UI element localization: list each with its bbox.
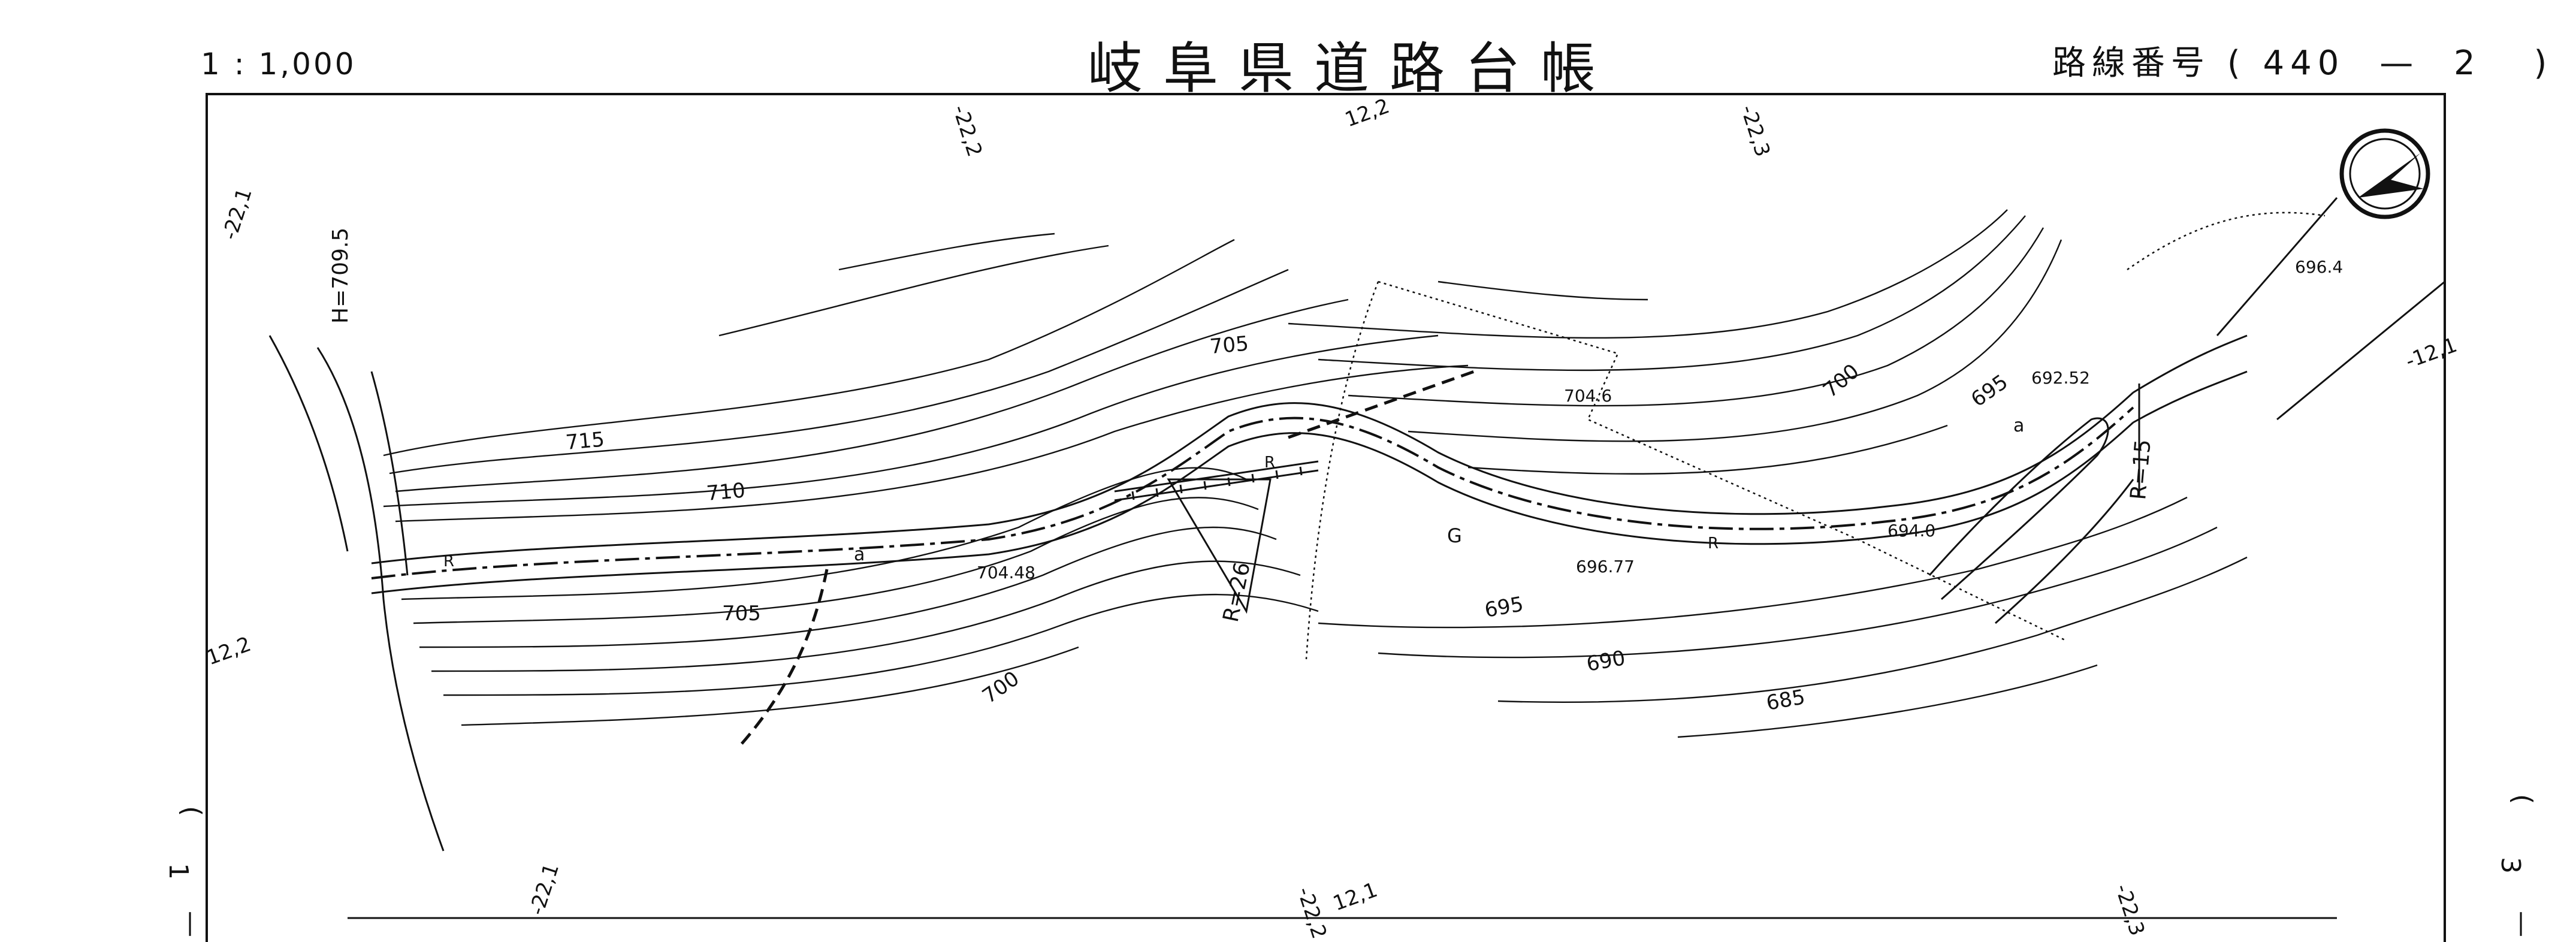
- curve-radius-lines: [1167, 384, 2140, 614]
- contour-label-705-top: 705: [1209, 331, 1249, 359]
- grid-label-bottom-mid-a: -22,2: [1292, 884, 1331, 941]
- right-parcels: [1928, 197, 2445, 624]
- elevation-704-48: 704.48: [977, 563, 1035, 582]
- route-close-paren: ): [2533, 44, 2553, 83]
- side-left-dash: —: [176, 911, 207, 937]
- road-mark-r-right: R: [1708, 535, 1719, 552]
- grid-label-top-left: -22,2: [947, 102, 986, 159]
- contour-label-715: 715: [564, 427, 605, 455]
- side-left-number: 1: [163, 863, 194, 880]
- side-right-paren: (: [2507, 794, 2538, 804]
- retaining-wall: [1114, 460, 1319, 502]
- route-sheet-value: 2: [2454, 44, 2481, 83]
- elevation-692-52: 692.52: [2031, 368, 2090, 388]
- side-right-dash: —: [2507, 911, 2538, 937]
- grid-label-left-mid: 12,2: [203, 632, 254, 670]
- elevation-694-0: 694.0: [1888, 521, 1935, 541]
- curve-radius-15: R=15: [2126, 439, 2156, 501]
- route-number: 路線番号 ( 440 — 2 ): [2052, 36, 2553, 84]
- north-arrow-icon: [2339, 128, 2430, 219]
- contour-label-700-left: 700: [978, 666, 1023, 708]
- road-mark-r-left: R: [443, 552, 454, 570]
- contour-label-710: 710: [705, 478, 746, 506]
- boundary-lines: [736, 212, 2326, 750]
- elevation-696-77: 696.77: [1576, 557, 1635, 576]
- left-boundary: [268, 335, 445, 852]
- road-mark-g: G: [1447, 524, 1462, 547]
- grid-label-right-mid: -12,1: [2402, 333, 2460, 374]
- side-right-number: 3: [2495, 857, 2526, 874]
- grid-label-left-top: -22,1: [218, 185, 257, 243]
- road-mark-a-right: a: [2013, 415, 2024, 436]
- grid-label-top-mid: 12,2: [1342, 94, 1393, 132]
- route-label: 路線番号: [2052, 44, 2210, 83]
- contour-label-695-right: 695: [1967, 370, 2012, 412]
- route-dash: —: [2379, 44, 2420, 83]
- grid-label-bottom-right: -22,3: [2110, 881, 2149, 938]
- road-mark-a-left: a: [854, 544, 865, 565]
- side-left-paren: (: [176, 806, 207, 816]
- road-mark-r-mid: R: [1264, 454, 1275, 472]
- contour-label-690: 690: [1585, 646, 1627, 677]
- map-scale: 1 : 1,000: [201, 47, 357, 81]
- route-open-paren: (: [2227, 44, 2246, 83]
- grid-label-bottom-left: -22,1: [525, 861, 564, 918]
- contour-lines: [383, 209, 2248, 738]
- elevation-696-4: 696.4: [2295, 257, 2343, 277]
- contour-label-705-left: 705: [722, 602, 761, 626]
- map-frame: [206, 93, 2446, 942]
- elevation-704-6: 704.6: [1564, 386, 1612, 406]
- road: [371, 334, 2248, 594]
- page-title: 岐阜県道路台帳: [1088, 37, 1617, 101]
- contour-label-695-mid: 695: [1483, 592, 1526, 623]
- elevation-h-left: H=709.5: [328, 228, 353, 324]
- route-number-value: 440: [2263, 44, 2345, 83]
- grid-label-top-right: -22,3: [1735, 102, 1774, 159]
- contour-label-700-right: 700: [1819, 360, 1864, 403]
- grid-label-bottom-mid-b: 12,1: [1330, 878, 1381, 916]
